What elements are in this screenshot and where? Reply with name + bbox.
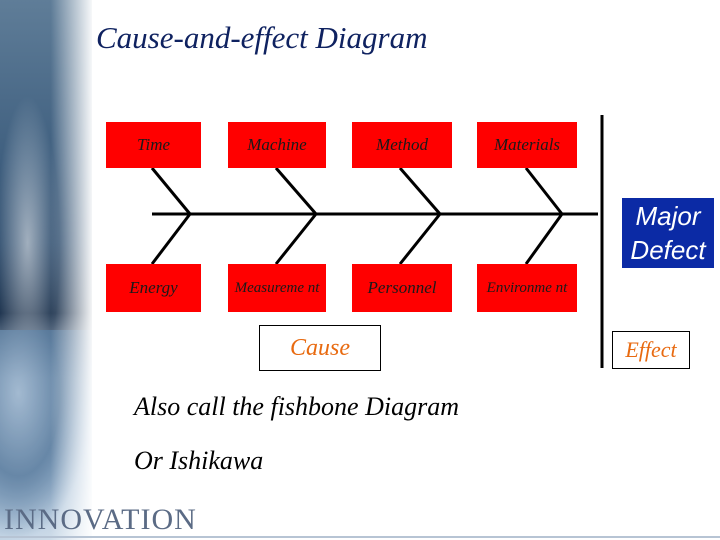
bone-environment bbox=[526, 214, 562, 264]
note-fishbone: Also call the fishbone Diagram bbox=[134, 392, 459, 422]
cause-box-personnel: Personnel bbox=[352, 264, 452, 312]
cause-box-materials: Materials bbox=[477, 122, 577, 168]
cause-box-measurement: Measureme nt bbox=[228, 264, 326, 312]
bone-personnel bbox=[400, 214, 440, 264]
bone-machine bbox=[276, 168, 316, 214]
bone-time bbox=[152, 168, 190, 214]
cause-box-time: Time bbox=[106, 122, 201, 168]
cause-box-method: Method bbox=[352, 122, 452, 168]
bone-energy bbox=[152, 214, 190, 264]
bone-materials bbox=[526, 168, 562, 214]
major-defect-box: Major Defect bbox=[622, 198, 714, 268]
bone-method bbox=[400, 168, 440, 214]
innovation-logo: INNOVATION bbox=[4, 503, 197, 537]
effect-label: Effect bbox=[612, 331, 690, 369]
cause-box-energy: Energy bbox=[106, 264, 201, 312]
bone-measurement bbox=[276, 214, 316, 264]
note-ishikawa: Or Ishikawa bbox=[134, 446, 263, 476]
cause-box-machine: Machine bbox=[228, 122, 326, 168]
bottom-divider bbox=[0, 536, 720, 538]
cause-label: Cause bbox=[259, 325, 381, 371]
cause-box-environment: Environme nt bbox=[477, 264, 577, 312]
